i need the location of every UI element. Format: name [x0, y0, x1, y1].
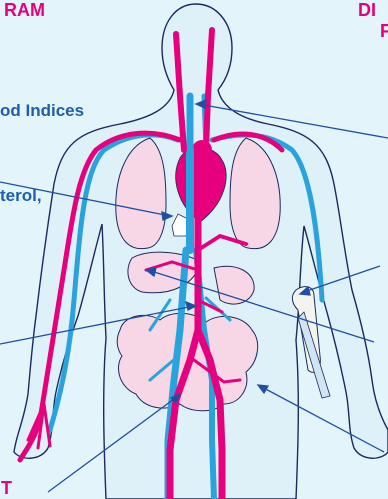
label-top-right-1: DI	[358, 0, 376, 21]
label-blood-indices: od Indices	[0, 101, 84, 121]
label-top-right-2: F	[380, 21, 388, 42]
label-bottom-left: T	[1, 478, 12, 499]
label-top-left: RAM	[4, 0, 45, 21]
label-cholesterol: terol,	[0, 186, 42, 206]
